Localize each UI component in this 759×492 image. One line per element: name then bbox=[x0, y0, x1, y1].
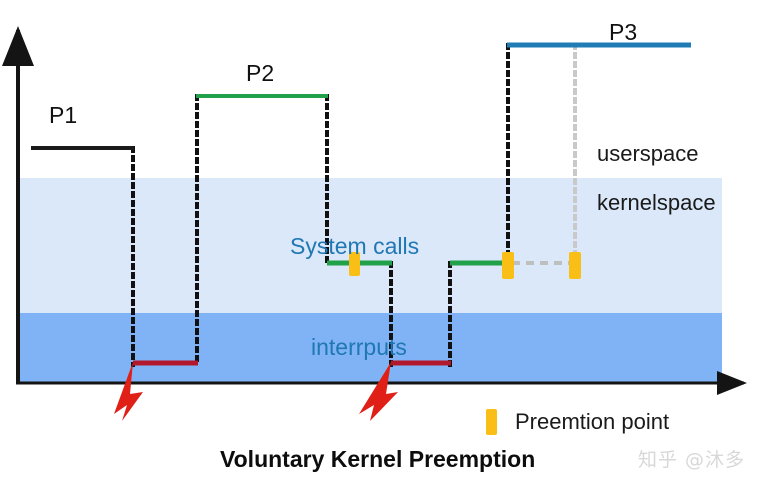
preemption-marker-3 bbox=[569, 252, 581, 279]
diagram-title: Voluntary Kernel Preemption bbox=[220, 446, 536, 472]
preemption-marker-2 bbox=[502, 252, 514, 279]
label-kernelspace: kernelspace bbox=[597, 190, 716, 215]
legend-label-preemption-point: Preemtion point bbox=[515, 409, 670, 434]
interrupt-arrows bbox=[114, 362, 398, 421]
label-p1: P1 bbox=[49, 102, 78, 128]
watermark: 知乎 @沐多 bbox=[638, 449, 746, 471]
label-system-calls: System calls bbox=[290, 233, 420, 259]
interrupt-arrow-1 bbox=[114, 362, 143, 421]
preemption-marker-1 bbox=[349, 252, 360, 276]
preemption-markers bbox=[349, 252, 581, 279]
label-p3: P3 bbox=[609, 19, 638, 45]
transition-lines bbox=[131, 43, 510, 367]
band-kernelspace bbox=[18, 178, 722, 313]
legend-marker-swatch bbox=[486, 409, 497, 435]
label-p2: P2 bbox=[246, 60, 275, 86]
label-interrupts: interrputs bbox=[311, 334, 407, 360]
label-userspace: userspace bbox=[597, 141, 699, 166]
interrupt-arrow-2 bbox=[359, 362, 398, 421]
band-interrupts bbox=[18, 313, 722, 383]
